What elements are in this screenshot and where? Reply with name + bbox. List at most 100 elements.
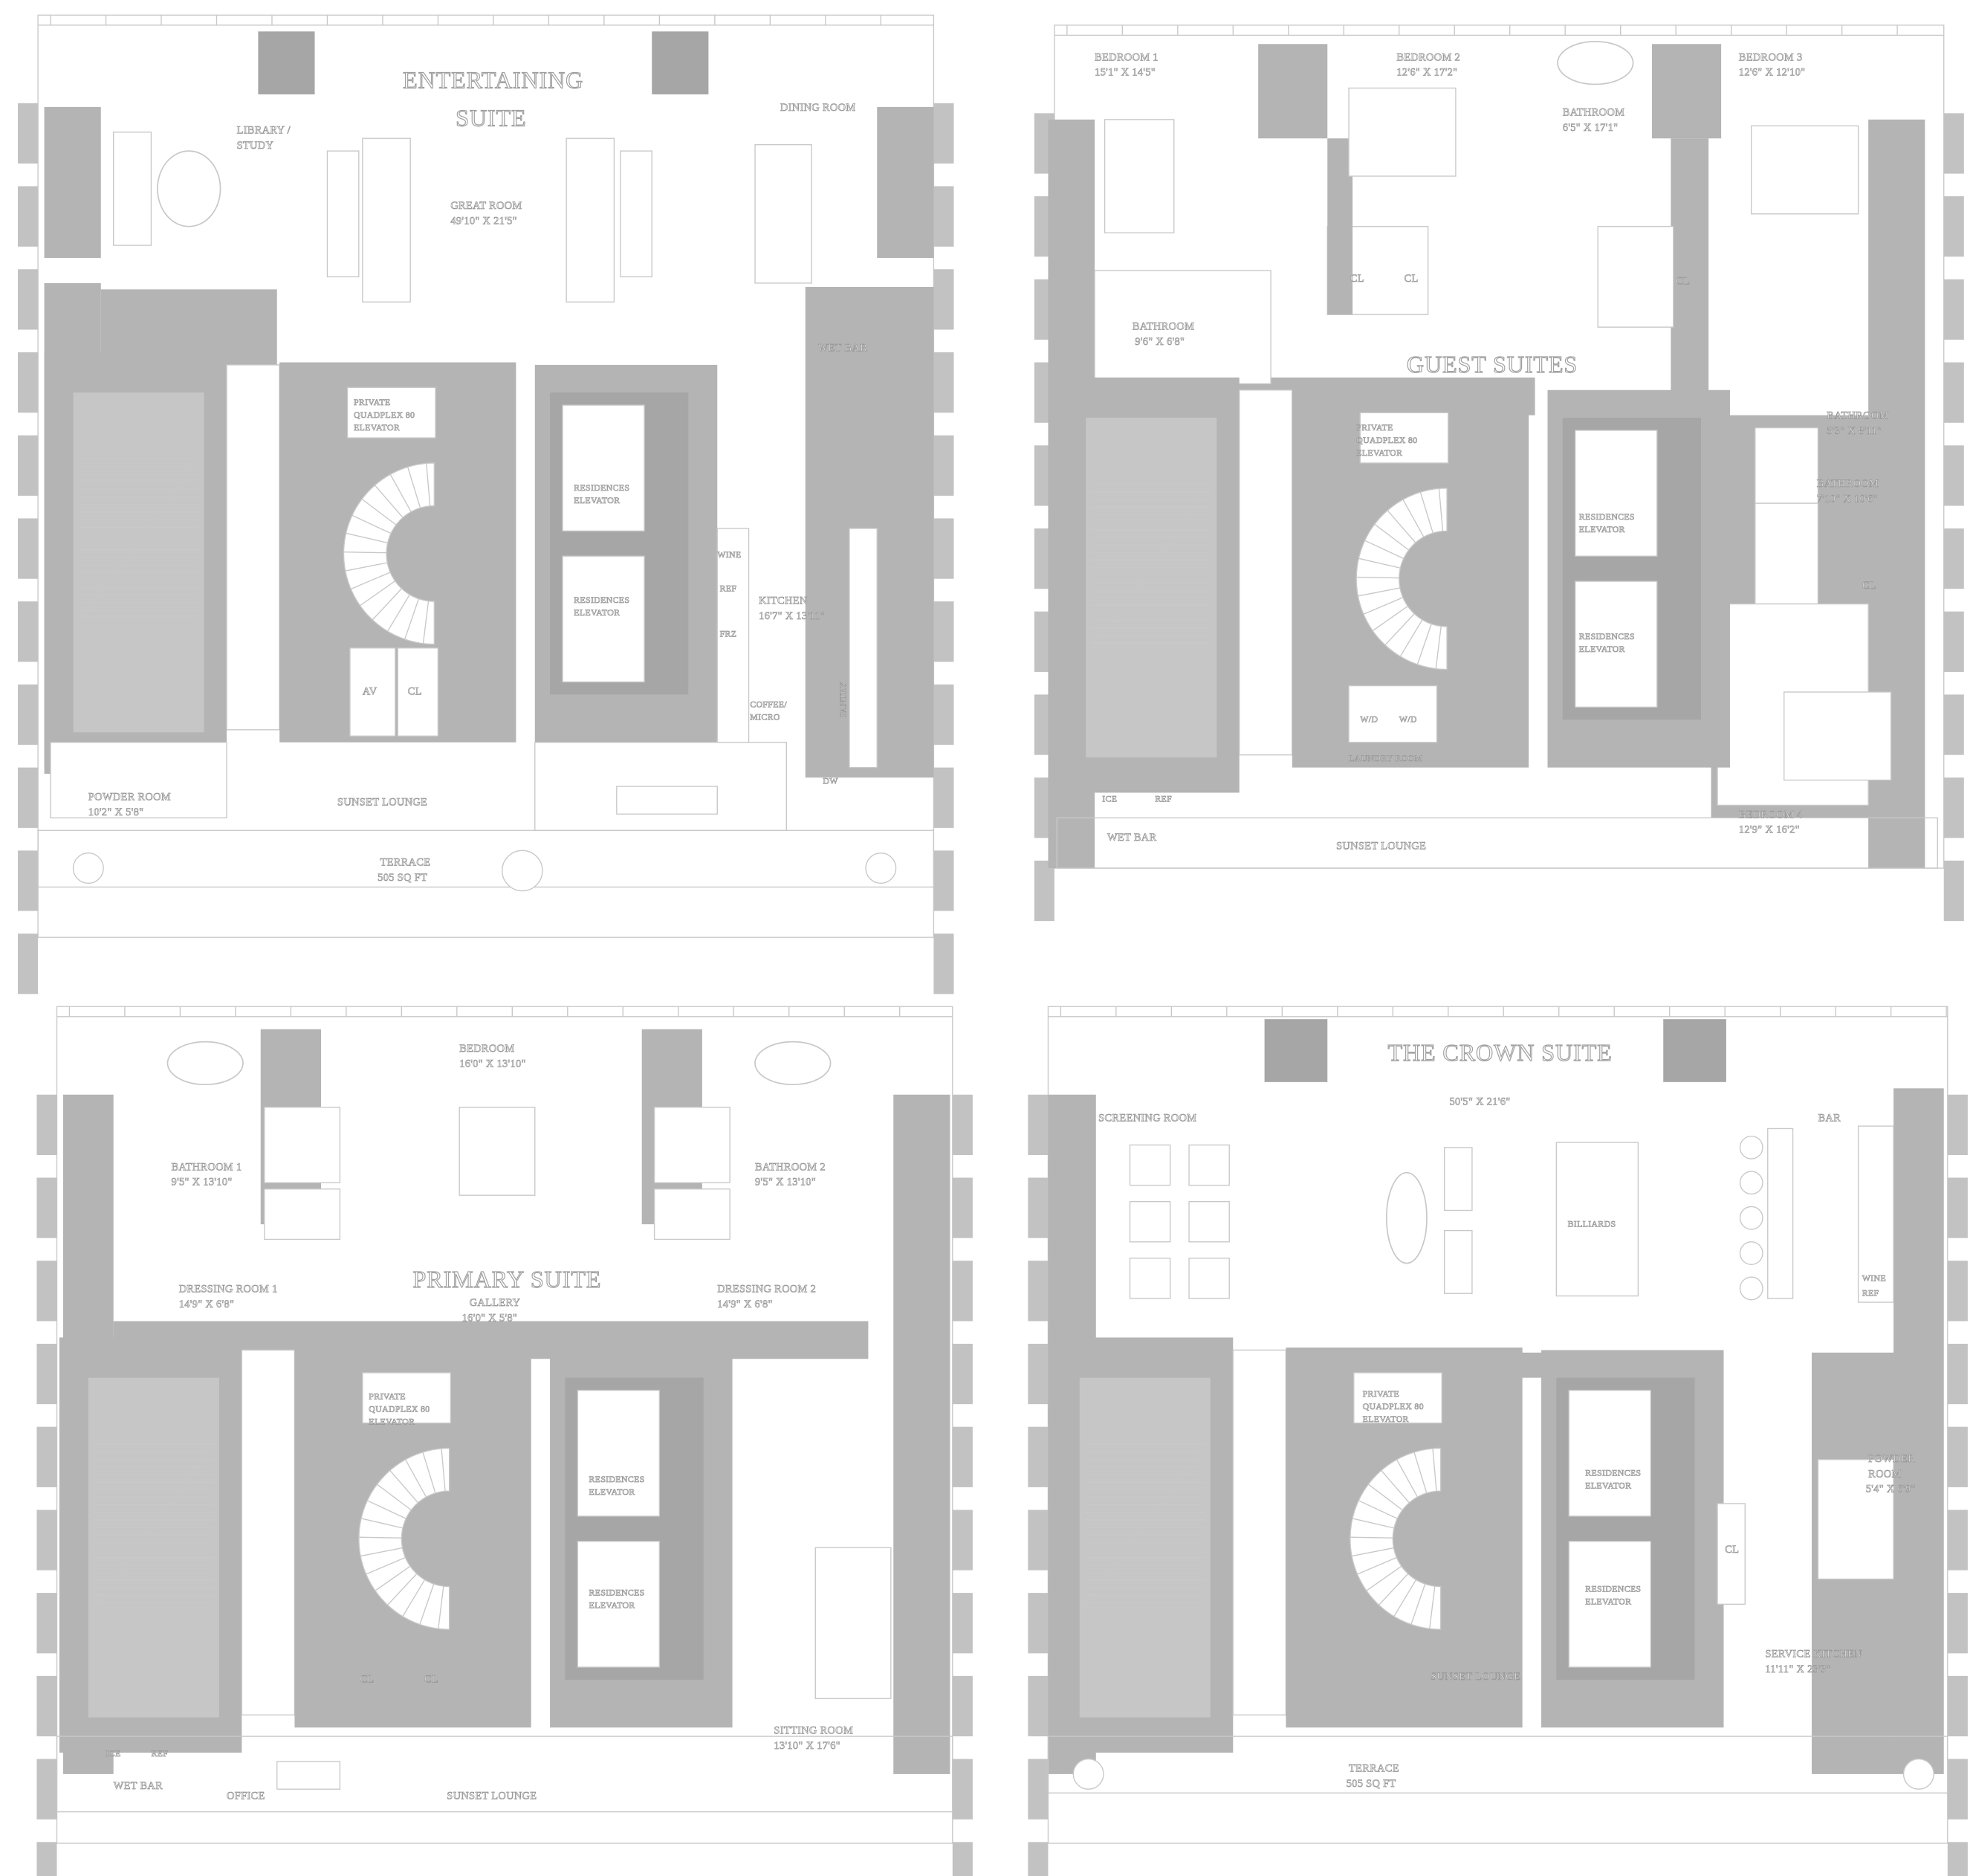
sofa [1444, 1147, 1473, 1212]
bar-stool [1739, 1135, 1763, 1159]
lounge-seat [1188, 1144, 1230, 1186]
stair-tread [1357, 1556, 1397, 1575]
facade-fin [933, 684, 954, 745]
room-label: ELEVATOR [589, 1487, 635, 1497]
facade-fin [933, 601, 954, 662]
bar-counter [1767, 1128, 1794, 1299]
room-dims: 505 SQ FT [1347, 1778, 1396, 1790]
facade-fin [1943, 860, 1964, 922]
terrace-table [502, 850, 543, 892]
room-label: AV [363, 685, 378, 697]
stair-tread [1393, 1579, 1417, 1617]
appliance-label: MICRO [750, 711, 780, 722]
library-sofa [113, 132, 152, 246]
sofa [566, 138, 615, 303]
appliance-label: REF [1155, 793, 1172, 803]
stair-tread [1372, 606, 1408, 632]
private-elevator [362, 1372, 452, 1424]
spiral-stair [1355, 488, 1448, 670]
bed [1104, 119, 1175, 233]
facade-fin [952, 1177, 973, 1238]
room-label: GALLERY [470, 1297, 521, 1309]
room-label: ROOM [1868, 1468, 1902, 1480]
room-label: ELEVATOR [1585, 1481, 1631, 1491]
room-label: CL [360, 1673, 374, 1685]
room-label: BATHROOM [1817, 478, 1879, 490]
facade-fin [1947, 1261, 1968, 1322]
room-label: WET BAR [1107, 832, 1156, 844]
room-label: BATHROOM [1563, 107, 1624, 119]
spiral-stair [358, 1447, 450, 1630]
facade-fin [1943, 445, 1964, 506]
facade-fin [1028, 1094, 1049, 1156]
room-label: PRIVATE [1356, 422, 1393, 433]
facade-fin [1943, 528, 1964, 589]
room-label: KITCHEN [759, 595, 808, 607]
shower [264, 1107, 341, 1183]
bathtub [166, 1041, 244, 1086]
room-label: DRESSING ROOM 2 [717, 1284, 816, 1296]
bed [1784, 691, 1892, 781]
room-label: BEDROOM 1 [1095, 51, 1159, 63]
emergency-stair [73, 392, 204, 733]
room-label: SUNSET LOUNGE [1431, 1671, 1520, 1683]
private-elevator [1359, 412, 1449, 464]
room-label: CL [424, 1673, 438, 1685]
residences-elevator [562, 404, 645, 532]
billiards-table [1555, 1142, 1639, 1297]
stair-tread [1435, 626, 1442, 669]
room-label: BATHROOM [1827, 410, 1888, 422]
room-label: STUDY [237, 140, 274, 152]
stair-tread [407, 467, 421, 508]
corridor [1239, 389, 1293, 756]
shower [1597, 226, 1674, 328]
room-label: POWDER ROOM [88, 792, 171, 803]
console [326, 150, 360, 278]
stair-tread [1366, 1565, 1402, 1591]
stair-tread [1429, 1586, 1436, 1629]
stair-tread [426, 463, 431, 506]
wine-ref [1857, 1125, 1894, 1303]
room-label: RESIDENCES [574, 595, 629, 605]
appliance-label: ICE [1102, 793, 1117, 803]
terrace [37, 829, 935, 888]
residences-elevator [1575, 430, 1658, 557]
facade-fin [933, 934, 954, 994]
stair-tread [361, 498, 397, 525]
bed [459, 1107, 536, 1196]
room-label: ELEVATOR [1579, 524, 1625, 534]
residences-elevator [1568, 1389, 1651, 1517]
plan-primary-suite: PRIMARY SUITE BEDROOM 16'0" X 13'10" BAT… [106, 1043, 853, 1802]
suite-title: ENTERTAINING [403, 66, 583, 93]
planter [1902, 1758, 1934, 1790]
facade-fin [952, 1343, 973, 1405]
facade-fin [1947, 1759, 1968, 1820]
coffee-table [1385, 1171, 1428, 1264]
facade-fin [18, 934, 39, 994]
facade-fin [1947, 1426, 1968, 1487]
wall [1893, 1088, 1944, 1774]
residences-elevator [577, 1541, 661, 1668]
stair-tread [389, 1469, 418, 1504]
exterior-wall [56, 1006, 953, 1844]
stair-tread [366, 1500, 406, 1519]
stair-tread [422, 601, 430, 644]
room-label: BEDROOM 4 [1739, 809, 1803, 821]
lounge-seat [1188, 1258, 1230, 1299]
room-label: SUNSET LOUNGE [337, 796, 427, 808]
room-label: WET BAR [114, 1780, 163, 1792]
room-dims: 14'9" X 6'8" [717, 1298, 773, 1310]
corridor [1232, 1349, 1287, 1715]
facade-fin [1947, 1343, 1968, 1405]
stair-tread [1438, 488, 1444, 531]
room-label: POWDER [1868, 1453, 1915, 1465]
room-label: LAUNDRY ROOM [1349, 753, 1422, 763]
facade-fin [36, 1593, 57, 1654]
room-dims: 9'5" X 13'10" [755, 1177, 816, 1188]
room-dims: 505 SQ FT [378, 872, 427, 884]
room-label: ELEVATOR [574, 607, 620, 618]
room-dims: 16'0" X 13'10" [459, 1058, 526, 1070]
facade-fin [18, 601, 39, 662]
stair-tread [1374, 523, 1410, 551]
suite-title: SUITE [456, 104, 526, 131]
